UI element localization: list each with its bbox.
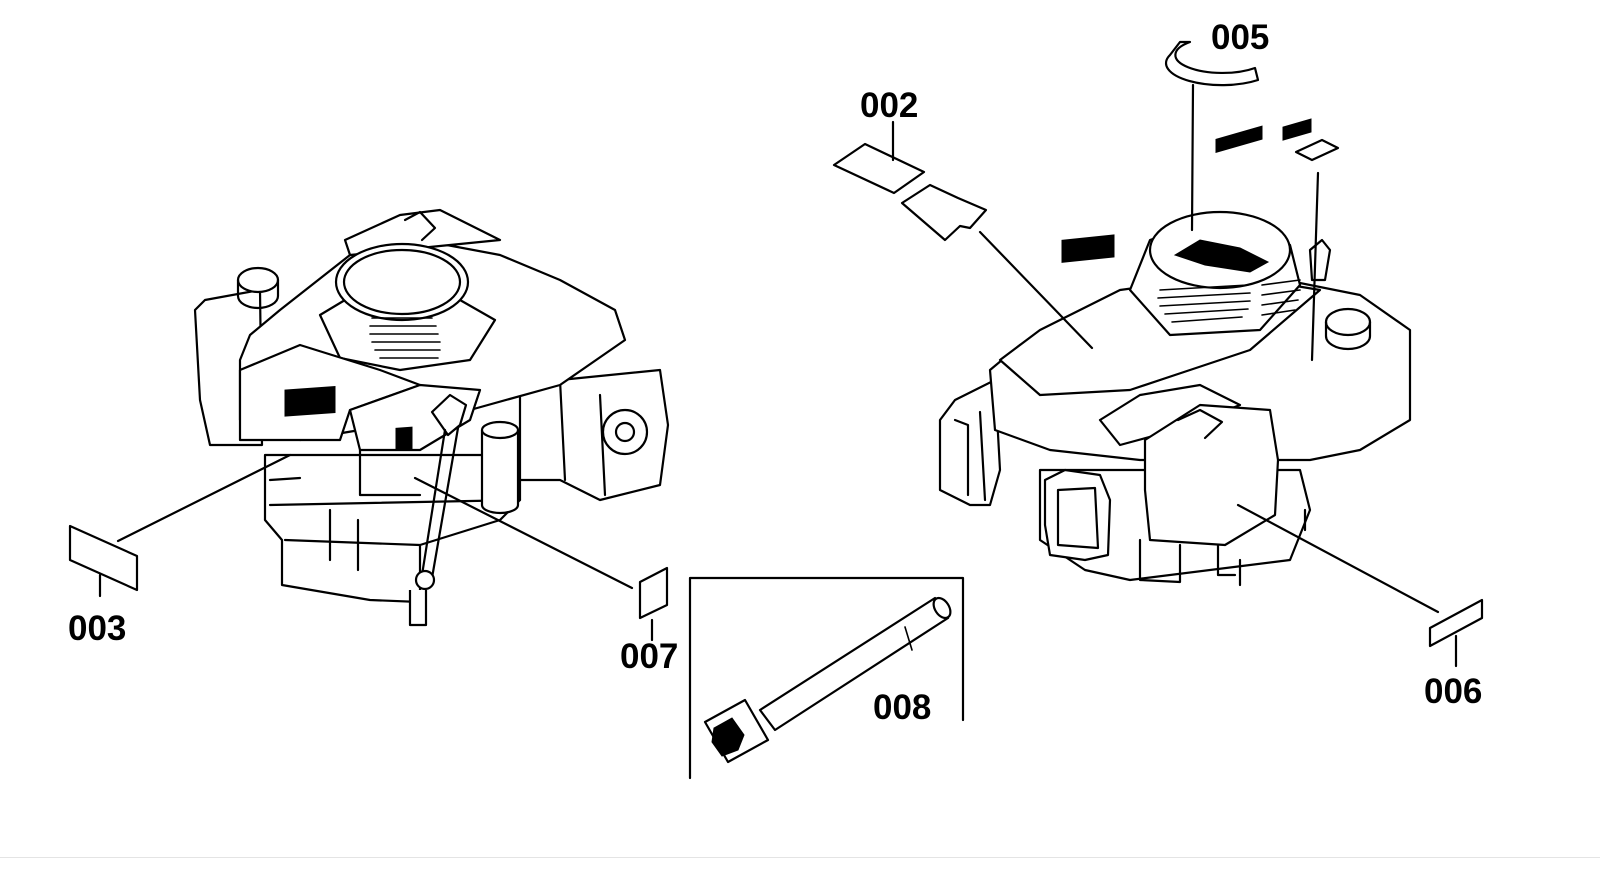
part-002-decals: [832, 120, 988, 242]
leader-007: [413, 476, 634, 590]
part-008-tool-frame: [688, 576, 965, 780]
leader-small-decal: [1310, 171, 1320, 362]
callout-002: 002: [860, 86, 918, 125]
part-008-spark-plug-wrench: [703, 596, 952, 764]
leader-006: [1236, 503, 1440, 614]
small-decal-top-right: [1294, 138, 1340, 162]
callout-005: 005: [1211, 18, 1269, 57]
callout-008: 008: [873, 688, 931, 727]
part-005-recoil-decal: [1164, 40, 1260, 87]
engine-left: [193, 208, 670, 627]
bottom-divider: [0, 857, 1600, 858]
callout-003: 003: [68, 609, 126, 648]
engine-right: [938, 118, 1412, 587]
leader-005: [1190, 83, 1195, 232]
callout-007: 007: [620, 637, 678, 676]
part-003-decal: [68, 524, 139, 598]
part-007-decal: [638, 566, 669, 642]
callout-006: 006: [1424, 672, 1482, 711]
part-006-decal: [1428, 598, 1484, 668]
leader-003: [116, 453, 292, 543]
leader-002: [978, 230, 1094, 350]
